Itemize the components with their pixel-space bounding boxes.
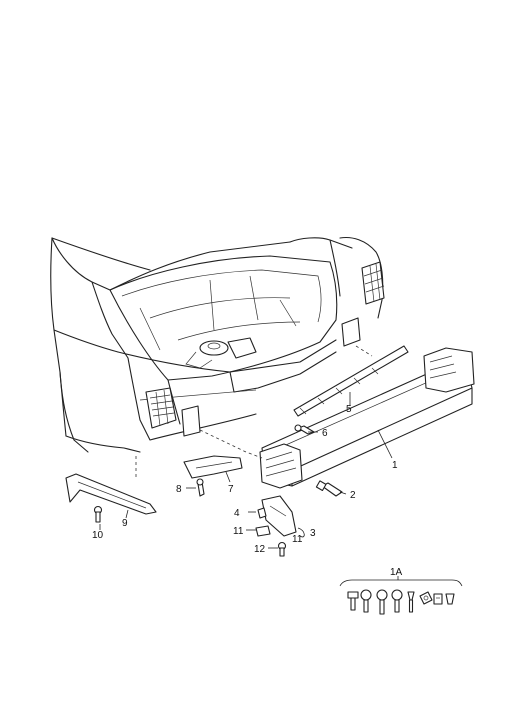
side-guide-part-9: [65, 473, 157, 515]
kit-clip-h: [445, 593, 455, 605]
kit-screw-c: [376, 589, 388, 615]
screw-part-12: [277, 541, 287, 557]
callout-3: 3: [310, 528, 316, 539]
kit-clip-f: [419, 591, 433, 605]
kit-screw-b: [360, 589, 372, 613]
screw-part-8: [196, 478, 205, 497]
callout-11-left: 11: [233, 526, 244, 537]
callout-9: 9: [122, 518, 128, 529]
hardware-kit-1a: [339, 576, 463, 615]
bumper-beam-part-1: [259, 347, 475, 489]
callout-11-right: 11: [292, 534, 303, 545]
retainer-part-3: [261, 495, 297, 537]
screw-part-10: [93, 505, 103, 523]
bracket-part-7: [183, 455, 243, 479]
clip-part-11: [255, 525, 271, 537]
kit-pin-e: [407, 591, 415, 613]
callout-1: 1: [392, 460, 398, 471]
callout-10: 10: [92, 530, 104, 541]
nut-part-4: [257, 507, 267, 519]
callout-7: 7: [228, 484, 234, 495]
kit-clip-g: [433, 593, 443, 605]
callout-8: 8: [176, 484, 182, 495]
assembly-lines: [135, 345, 373, 478]
callout-4: 4: [234, 508, 240, 519]
callout-6: 6: [322, 428, 328, 439]
callout-5: 5: [346, 404, 352, 415]
callout-leaders: [99, 392, 393, 549]
vehicle-rear-body: [50, 236, 385, 453]
callout-1a: 1A: [390, 567, 403, 578]
callout-labels: 1 1A 2 3 4 5 6 7 8 9 10 11 11 12: [92, 404, 403, 578]
kit-bolt-a: [347, 591, 359, 611]
kit-screw-d: [391, 589, 403, 613]
callout-2: 2: [350, 490, 356, 501]
support-rail-part-5: [293, 345, 409, 417]
callout-12: 12: [254, 544, 266, 555]
screw-part-2: [315, 480, 343, 497]
